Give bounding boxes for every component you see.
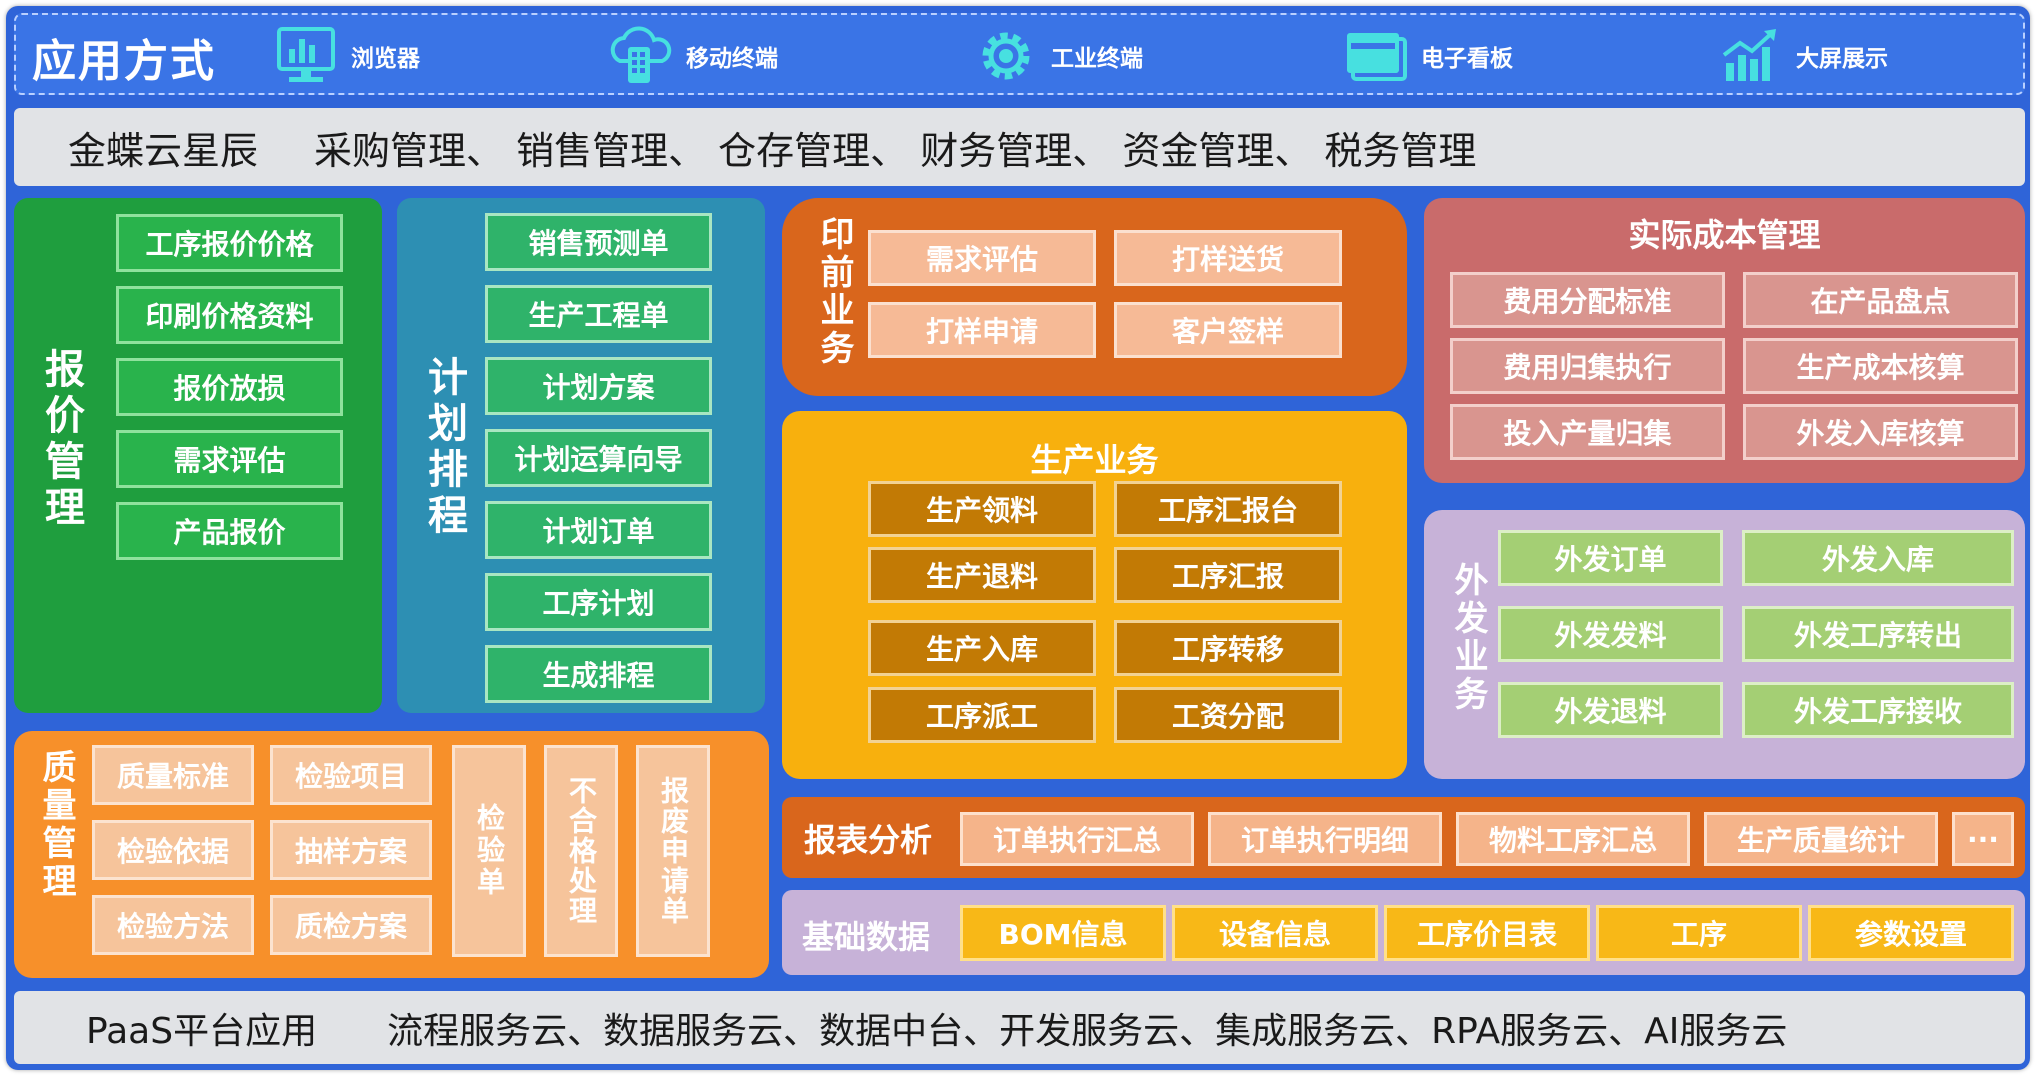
basedata-title: 基础数据 <box>802 918 931 956</box>
cost-item[interactable]: 外发入库核算 <box>1743 404 2018 460</box>
quality-item[interactable]: 质检方案 <box>270 895 432 955</box>
quote-panel: 报价管理 工序报价价格 印刷价格资料 报价放损 需求评估 产品报价 <box>14 198 382 713</box>
production-item[interactable]: 生产退料 <box>868 547 1096 603</box>
production-item[interactable]: 工序转移 <box>1114 620 1342 676</box>
quote-item[interactable]: 报价放损 <box>116 358 343 416</box>
cost-item[interactable]: 费用归集执行 <box>1450 338 1725 394</box>
basedata-item[interactable]: 工序价目表 <box>1384 905 1590 961</box>
access-item-mobile: 移动终端 <box>606 25 778 87</box>
quality-item[interactable]: 质量标准 <box>92 745 254 805</box>
access-methods-bar: 应用方式 浏览器 移动终端 <box>14 13 2025 95</box>
outsource-title: 外发业务 <box>1448 562 1488 714</box>
cost-item[interactable]: 在产品盘点 <box>1743 272 2018 328</box>
prepress-item[interactable]: 客户签样 <box>1114 302 1342 358</box>
quote-item[interactable]: 产品报价 <box>116 502 343 560</box>
cost-item[interactable]: 生产成本核算 <box>1743 338 2018 394</box>
report-item[interactable]: 订单执行明细 <box>1208 812 1442 866</box>
production-title: 生产业务 <box>1030 441 1159 479</box>
kingdee-brand: 金蝶云星辰 <box>68 128 259 173</box>
plan-item[interactable]: 计划方案 <box>485 357 712 415</box>
access-item-browser: 浏览器 <box>271 25 420 87</box>
plan-title: 计划排程 <box>421 356 467 540</box>
production-item[interactable]: 生产入库 <box>868 620 1096 676</box>
quality-item[interactable]: 检验依据 <box>92 820 254 880</box>
report-panel: 报表分析 订单执行汇总 订单执行明细 物料工序汇总 生产质量统计 ··· <box>782 797 2025 878</box>
plan-item[interactable]: 计划运算向导 <box>485 429 712 487</box>
production-item[interactable]: 生产领料 <box>868 481 1096 537</box>
quality-title: 质量管理 <box>36 749 76 901</box>
report-title: 报表分析 <box>804 821 933 859</box>
outsource-item[interactable]: 外发工序接收 <box>1742 682 2014 738</box>
prepress-title: 印前业务 <box>814 216 854 368</box>
kingdee-band: 金蝶云星辰 采购管理、 销售管理、 仓存管理、 财务管理、 资金管理、 税务管理 <box>14 108 2025 186</box>
access-methods-title: 应用方式 <box>32 36 216 87</box>
outsource-item[interactable]: 外发工序转出 <box>1742 606 2014 662</box>
prepress-item[interactable]: 打样申请 <box>868 302 1096 358</box>
cloud-phone-icon <box>610 26 672 83</box>
quote-item[interactable]: 工序报价价格 <box>116 214 343 272</box>
report-item[interactable]: 订单执行汇总 <box>960 812 1194 866</box>
production-item[interactable]: 工序汇报台 <box>1114 481 1342 537</box>
outsource-item[interactable]: 外发发料 <box>1498 606 1723 662</box>
production-panel: 生产业务 生产领料 工序汇报台 生产退料 工序汇报 生产入库 工序转移 工序派工… <box>782 411 1407 779</box>
plan-item[interactable]: 工序计划 <box>485 573 712 631</box>
report-item[interactable]: 物料工序汇总 <box>1456 812 1690 866</box>
basedata-item[interactable]: 工序 <box>1596 905 1802 961</box>
basedata-item[interactable]: 设备信息 <box>1172 905 1378 961</box>
quality-vitem[interactable]: 不合格处理 <box>544 745 618 957</box>
access-item-kanban: 电子看板 <box>1341 25 1513 87</box>
monitor-icon <box>277 27 335 82</box>
access-label-industrial: 工业终端 <box>1051 46 1143 72</box>
quote-title: 报价管理 <box>38 348 84 532</box>
access-label-bigscreen: 大屏展示 <box>1796 46 1888 72</box>
cost-item[interactable]: 费用分配标准 <box>1450 272 1725 328</box>
outsource-item[interactable]: 外发入库 <box>1742 530 2014 586</box>
quality-panel: 质量管理 质量标准 检验项目 检验依据 抽样方案 检验方法 质检方案 检验单 不… <box>14 731 769 978</box>
production-item[interactable]: 工资分配 <box>1114 687 1342 743</box>
access-item-bigscreen: 大屏展示 <box>1716 25 1888 87</box>
plan-item[interactable]: 销售预测单 <box>485 213 712 271</box>
cost-item[interactable]: 投入产量归集 <box>1450 404 1725 460</box>
paas-services: 流程服务云、数据服务云、数据中台、开发服务云、集成服务云、RPA服务云、AI服务… <box>387 1010 1788 1052</box>
access-item-industrial: 工业终端 <box>971 25 1143 87</box>
quote-item[interactable]: 需求评估 <box>116 430 343 488</box>
growth-chart-icon <box>1722 29 1776 81</box>
quote-item[interactable]: 印刷价格资料 <box>116 286 343 344</box>
access-label-kanban: 电子看板 <box>1421 46 1513 72</box>
prepress-item[interactable]: 需求评估 <box>868 230 1096 286</box>
plan-panel: 计划排程 销售预测单 生产工程单 计划方案 计划运算向导 计划订单 工序计划 生… <box>397 198 765 713</box>
kanban-board-icon <box>1347 33 1407 81</box>
cost-panel: 实际成本管理 费用分配标准 在产品盘点 费用归集执行 生产成本核算 投入产量归集… <box>1424 198 2025 483</box>
prepress-panel: 印前业务 需求评估 打样送货 打样申请 客户签样 <box>782 198 1407 396</box>
kingdee-modules: 采购管理、 销售管理、 仓存管理、 财务管理、 资金管理、 税务管理 <box>314 128 1477 173</box>
quality-item[interactable]: 检验方法 <box>92 895 254 955</box>
basedata-item[interactable]: 参数设置 <box>1808 905 2014 961</box>
production-item[interactable]: 工序派工 <box>868 687 1096 743</box>
gear-icon <box>982 32 1030 80</box>
outsource-item[interactable]: 外发退料 <box>1498 682 1723 738</box>
quality-vitem[interactable]: 报废申请单 <box>636 745 710 957</box>
access-label-browser: 浏览器 <box>351 46 420 72</box>
plan-item[interactable]: 生成排程 <box>485 645 712 703</box>
outsource-item[interactable]: 外发订单 <box>1498 530 1723 586</box>
quality-item[interactable]: 抽样方案 <box>270 820 432 880</box>
outsource-panel: 外发业务 外发订单 外发入库 外发发料 外发工序转出 外发退料 外发工序接收 <box>1424 510 2025 779</box>
plan-item[interactable]: 生产工程单 <box>485 285 712 343</box>
basedata-panel: 基础数据 BOM信息 设备信息 工序价目表 工序 参数设置 <box>782 890 2025 975</box>
production-item[interactable]: 工序汇报 <box>1114 547 1342 603</box>
report-more[interactable]: ··· <box>1952 812 2014 866</box>
quality-item[interactable]: 检验项目 <box>270 745 432 805</box>
prepress-item[interactable]: 打样送货 <box>1114 230 1342 286</box>
quality-vitem[interactable]: 检验单 <box>452 745 526 957</box>
paas-brand: PaaS平台应用 <box>86 1010 318 1052</box>
cost-title: 实际成本管理 <box>1628 216 1821 254</box>
access-label-mobile: 移动终端 <box>686 46 778 72</box>
plan-item[interactable]: 计划订单 <box>485 501 712 559</box>
paas-band: PaaS平台应用 流程服务云、数据服务云、数据中台、开发服务云、集成服务云、RP… <box>14 991 2025 1064</box>
basedata-item[interactable]: BOM信息 <box>960 905 1166 961</box>
report-item[interactable]: 生产质量统计 <box>1704 812 1938 866</box>
